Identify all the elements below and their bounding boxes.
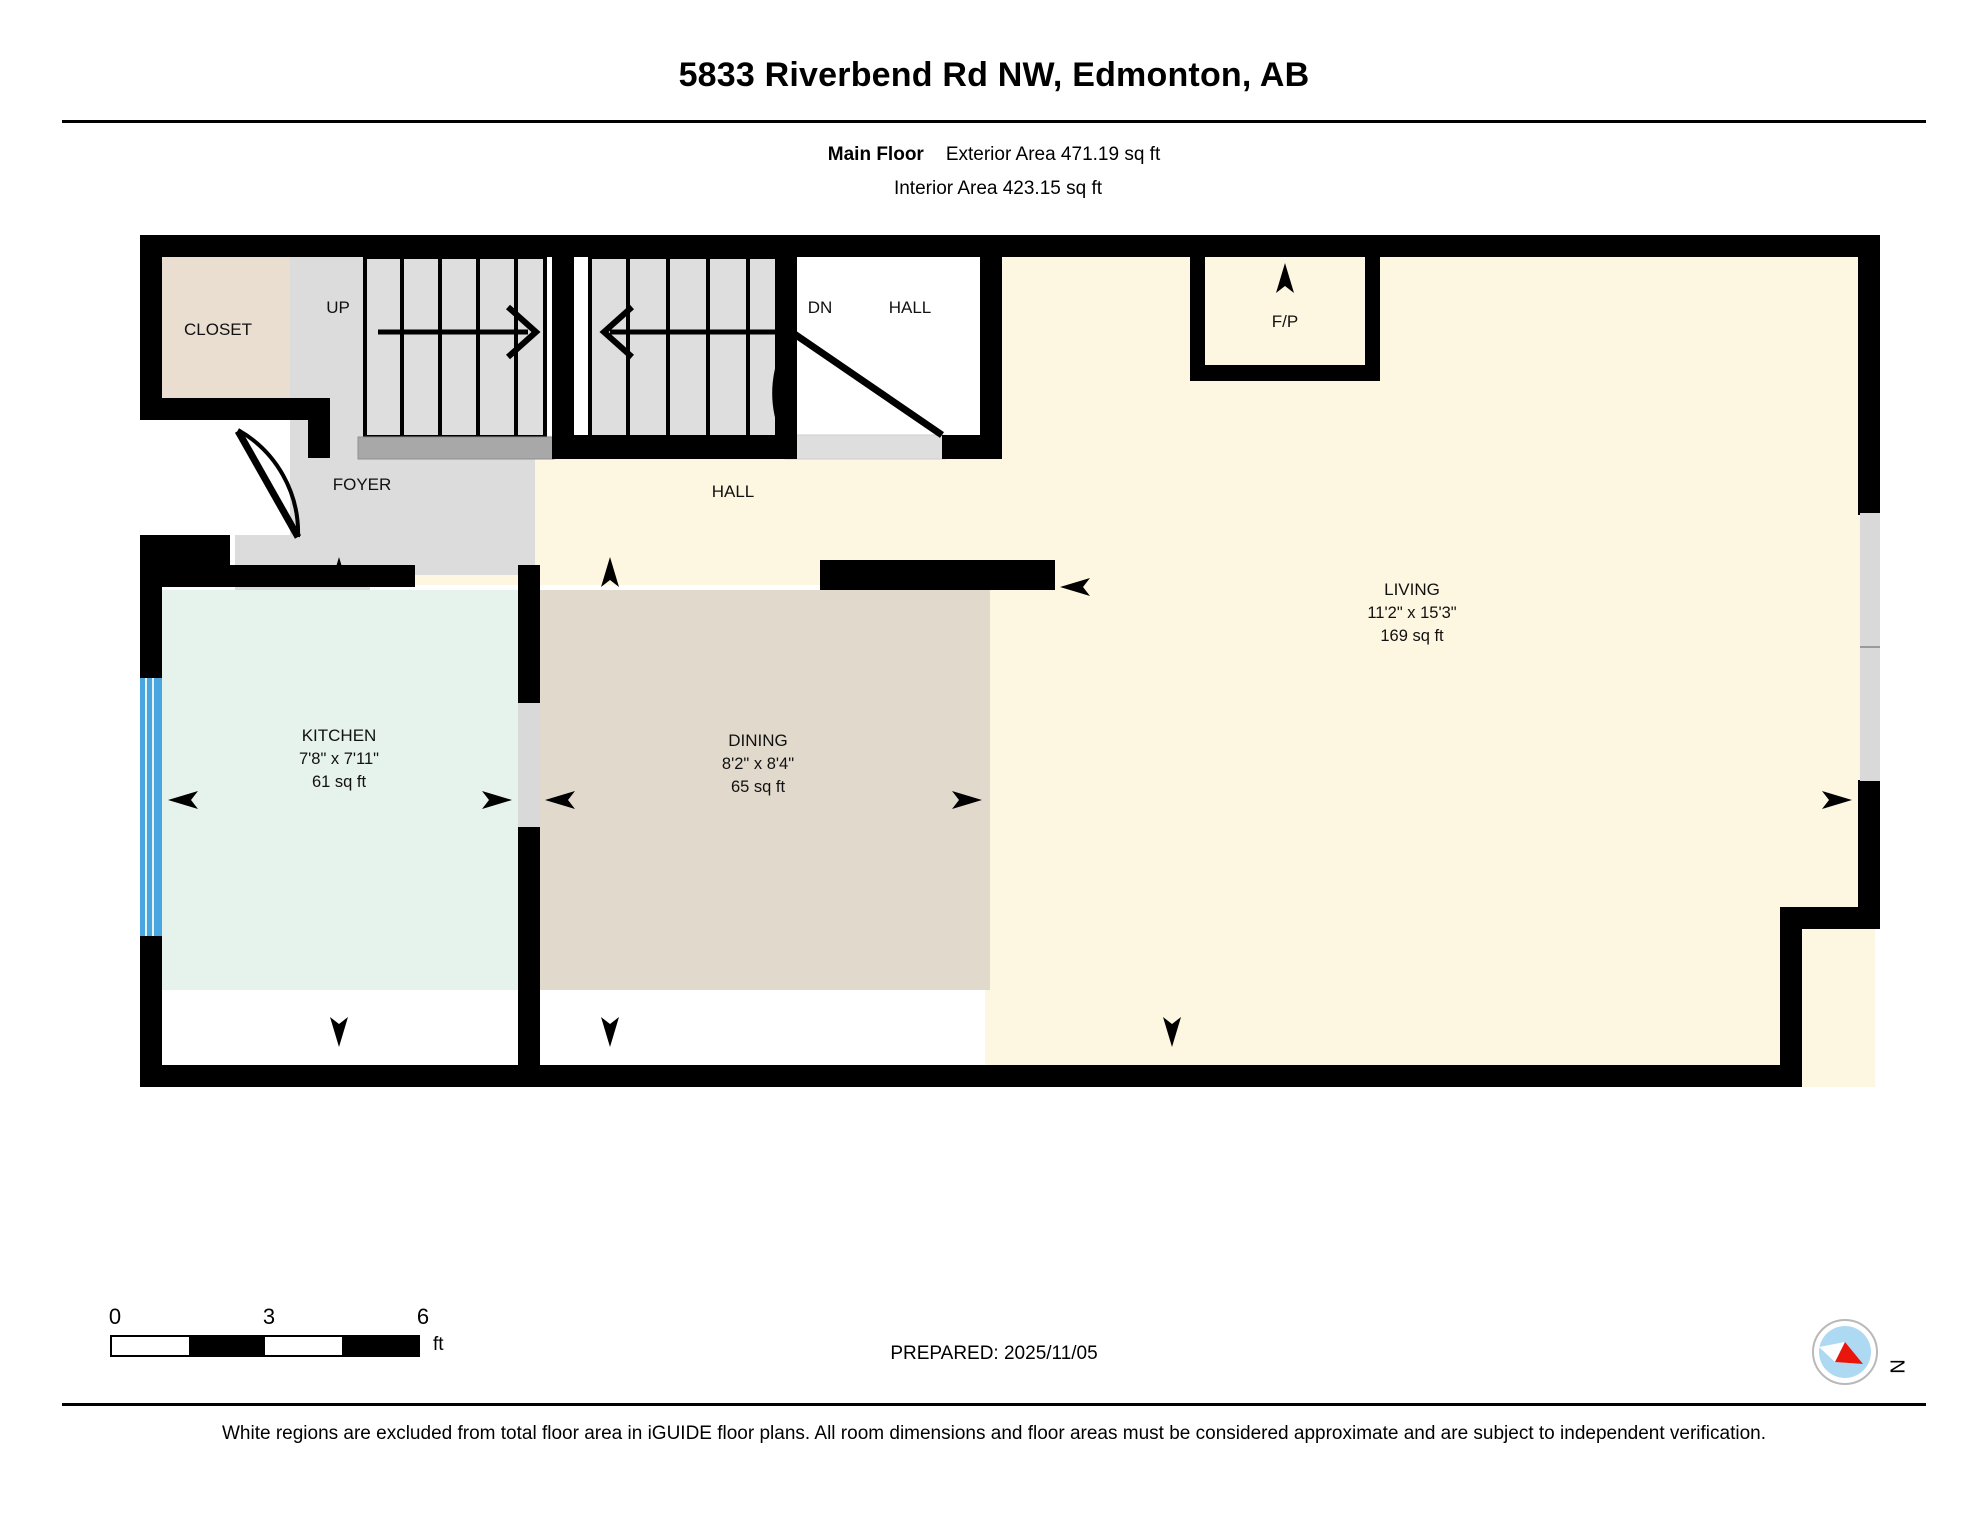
disclaimer-text: White regions are excluded from total fl…: [221, 1423, 1767, 1444]
door-swing-dn: [772, 330, 944, 438]
room-label-living: LIVING 11'2" x 15'3" 169 sq ft: [1367, 580, 1456, 645]
scale-tick-0: 0: [108, 1304, 122, 1329]
floor-label: Main Floor: [827, 144, 924, 165]
scale-tick-3: 3: [262, 1304, 276, 1329]
room-fill-kitchen: [150, 590, 540, 990]
scale-segment-4: [341, 1337, 418, 1355]
prepared-date: PREPARED: 2025/11/05: [890, 1343, 1098, 1364]
dining-name: DINING: [728, 731, 788, 750]
fireplace-niche: [1190, 257, 1380, 381]
floor-plan-drawing: UP DN HALL: [120, 235, 1880, 1245]
floor-info-block: Main Floor Exterior Area 471.19 sq ft Int…: [0, 138, 1988, 206]
stair-landing-dn: [784, 434, 946, 460]
room-label-foyer: FOYER: [333, 475, 392, 494]
floor-info-row-exterior: Main Floor Exterior Area 471.19 sq ft: [0, 138, 1988, 172]
doorway-kitchen-dining: [518, 703, 540, 827]
room-label-closet: CLOSET: [184, 320, 252, 339]
stair-up-label: UP: [326, 298, 350, 317]
stairs-down: [588, 255, 787, 439]
exterior-area-value: Exterior Area 471.19 sq ft: [945, 144, 1161, 165]
footer-divider: [62, 1403, 1926, 1406]
title-divider: [62, 120, 1926, 123]
room-fills: [150, 257, 1875, 1087]
room-fill-closet: [150, 257, 290, 407]
stairs-up: [357, 255, 555, 460]
room-label-dining: DINING 8'2" x 8'4" 65 sq ft: [722, 731, 794, 796]
room-label-hall: HALL: [712, 482, 755, 501]
fp-direction-arrow: [1276, 263, 1294, 293]
compass-icon: [1812, 1319, 1878, 1385]
window-living-right: [1860, 513, 1880, 781]
kitchen-name: KITCHEN: [302, 726, 377, 745]
stair-down-label: DN: [808, 298, 833, 317]
living-dims: 11'2" x 15'3": [1367, 604, 1456, 622]
fireplace-label: F/P: [1272, 312, 1298, 331]
living-area: 169 sq ft: [1380, 627, 1444, 645]
view-arrows: [168, 557, 1852, 1047]
scale-bar: [110, 1335, 420, 1357]
page-title: 5833 Riverbend Rd NW, Edmonton, AB: [678, 56, 1310, 94]
kitchen-area: 61 sq ft: [312, 773, 367, 791]
scale-segment-1: [112, 1337, 189, 1355]
scale-tick-6: 6: [416, 1304, 430, 1329]
kitchen-dims: 7'8" x 7'11": [299, 750, 379, 768]
door-swing-foyer: [234, 428, 302, 539]
walls: [140, 235, 1880, 1087]
compass-north-label: N: [1885, 1359, 1908, 1374]
floor-info-row-interior: Interior Area 423.15 sq ft: [0, 172, 1988, 206]
room-fill-living: [985, 257, 1875, 1087]
room-label-kitchen: KITCHEN 7'8" x 7'11" 61 sq ft: [299, 726, 379, 791]
hall-upper-label: HALL: [889, 298, 932, 317]
interior-area-value: Interior Area 423.15 sq ft: [893, 178, 1103, 199]
dining-area: 65 sq ft: [731, 778, 786, 796]
scale-unit-label: ft: [433, 1334, 444, 1355]
room-fill-dining: [520, 590, 990, 990]
scale-segment-2: [188, 1337, 265, 1355]
scale-segment-3: [265, 1337, 342, 1355]
living-name: LIVING: [1384, 580, 1440, 599]
window-kitchen-left: [140, 678, 162, 936]
dining-dims: 8'2" x 8'4": [722, 755, 794, 773]
